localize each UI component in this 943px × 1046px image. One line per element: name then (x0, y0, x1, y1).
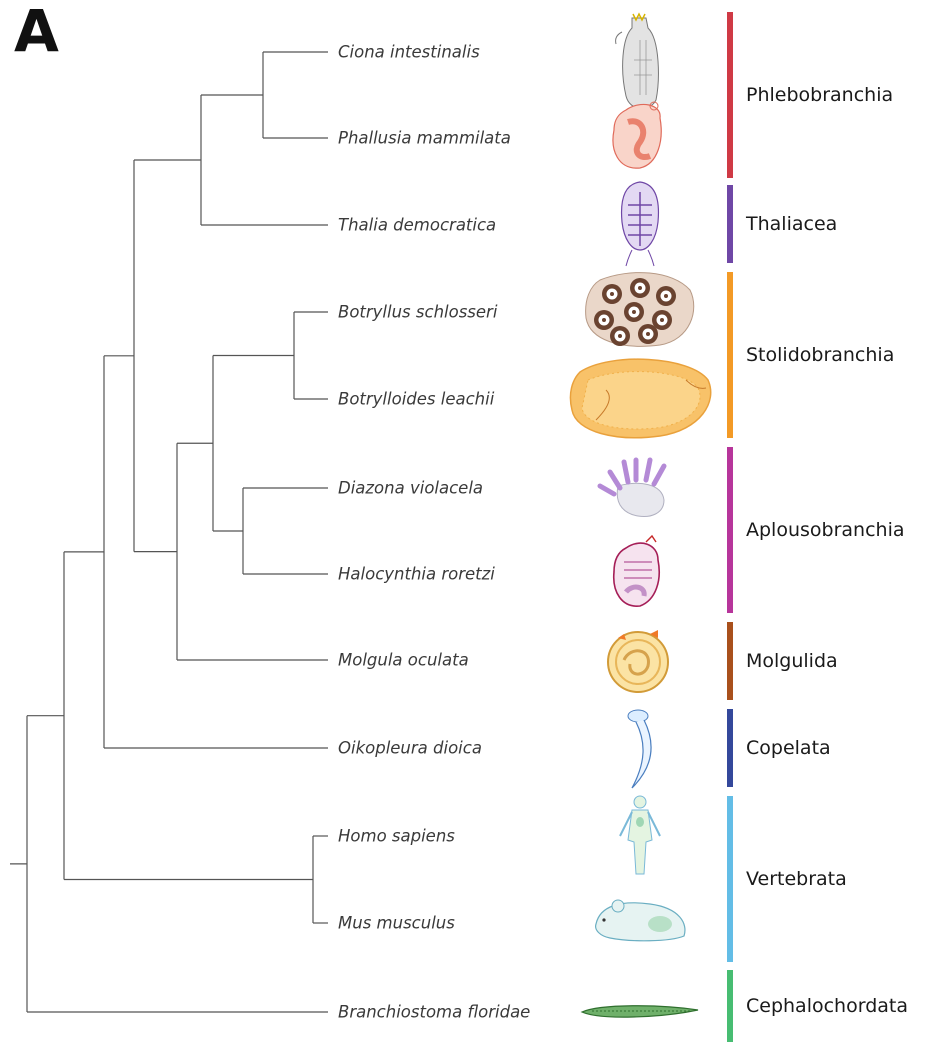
species-label: Botrylloides leachii (338, 390, 494, 409)
clade-label: Cephalochordata (746, 995, 908, 1017)
clade-bar (727, 622, 733, 700)
mouse-icon (596, 900, 685, 941)
human-icon (620, 796, 660, 874)
lancelet-icon (582, 1006, 698, 1017)
clade-bar (727, 447, 733, 613)
clade-label: Stolidobranchia (746, 344, 894, 366)
clade-label: Phlebobranchia (746, 84, 893, 106)
ascidian-colony-icon (600, 460, 664, 516)
sea-squirt-icon (613, 102, 661, 168)
sea-squirt-icon (608, 630, 668, 692)
salp-icon (622, 182, 659, 266)
clade-bar (727, 12, 733, 178)
clade-bar (727, 796, 733, 962)
clade-bar (727, 970, 733, 1042)
species-label: Molgula oculata (338, 651, 469, 670)
sea-squirt-icon (614, 536, 659, 606)
species-label: Thalia democratica (338, 216, 496, 235)
species-label: Branchiostoma floridae (338, 1003, 530, 1022)
colonial-ascidian-icon (570, 359, 710, 438)
sea-squirt-icon (616, 14, 659, 109)
clade-label: Vertebrata (746, 868, 847, 890)
clade-bar (727, 185, 733, 263)
species-label: Ciona intestinalis (338, 43, 480, 62)
species-label: Homo sapiens (338, 827, 455, 846)
species-label: Oikopleura dioica (338, 739, 482, 758)
clade-label: Aplousobranchia (746, 519, 905, 541)
colonial-ascidian-icon (586, 273, 694, 347)
species-label: Diazona violacela (338, 479, 483, 498)
clade-label: Thaliacea (746, 213, 837, 235)
clade-bar (727, 272, 733, 438)
clade-bar (727, 709, 733, 787)
species-label: Phallusia mammilata (338, 129, 511, 148)
clade-label: Copelata (746, 737, 831, 759)
species-label: Botryllus schlosseri (338, 303, 497, 322)
clade-label: Molgulida (746, 650, 838, 672)
species-label: Halocynthia roretzi (338, 565, 495, 584)
larvacean-icon (628, 710, 651, 788)
species-label: Mus musculus (338, 914, 455, 933)
